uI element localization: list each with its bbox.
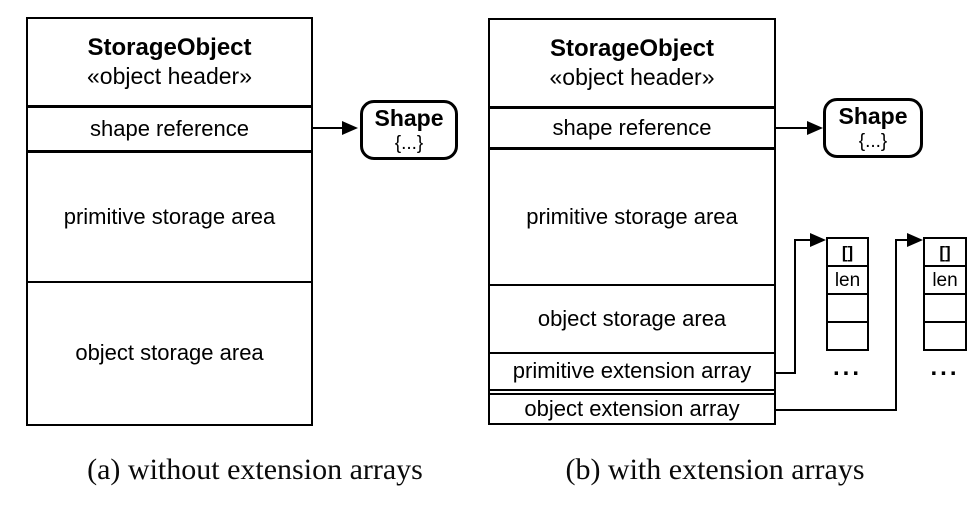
compartment-divider — [490, 147, 774, 150]
extension-array-box-1: [] len — [826, 237, 869, 351]
storage-object-title-b: StorageObject — [549, 34, 715, 62]
storage-object-box-a: StorageObject «object header» shape refe… — [26, 17, 313, 426]
compartment-divider — [490, 284, 774, 286]
array-empty-cell — [828, 321, 867, 349]
object-storage-area-row-a: object storage area — [75, 340, 264, 366]
shape-node-body-a: {...} — [394, 133, 424, 154]
shape-node-a: Shape {...} — [360, 100, 458, 160]
array-len-cell: len — [925, 265, 965, 293]
array-ellipsis-2: ... — [930, 354, 960, 381]
array-empty-cell — [828, 293, 867, 321]
caption-b: (b) with extension arrays — [565, 453, 865, 486]
storage-object-title-a: StorageObject — [87, 33, 252, 61]
shape-reference-arrow-b — [776, 121, 823, 135]
shape-reference-row-b: shape reference — [552, 114, 712, 140]
extension-array-box-2: [] len — [923, 237, 967, 351]
storage-object-stereotype-b: «object header» — [549, 64, 715, 91]
array-len-cell: len — [828, 265, 867, 293]
object-storage-area-row-b: object storage area — [537, 305, 727, 331]
shape-node-b: Shape {...} — [823, 98, 923, 158]
shape-reference-row-a: shape reference — [90, 115, 249, 141]
array-header-cell: [] — [841, 242, 854, 262]
primitive-storage-area-row-a: primitive storage area — [63, 203, 276, 229]
primitive-extension-array-row-b: primitive extension array — [512, 358, 752, 384]
shape-reference-arrow-a — [313, 121, 358, 135]
compartment-divider — [490, 352, 774, 354]
compartment-divider — [28, 150, 311, 153]
compartment-double-divider — [490, 389, 774, 395]
array-header-cell: [] — [939, 242, 951, 262]
storage-object-box-b: StorageObject «object header» shape refe… — [488, 18, 776, 425]
primitive-extension-arrow — [776, 233, 826, 374]
compartment-divider — [28, 281, 311, 283]
shape-node-title-b: Shape — [838, 103, 908, 129]
object-extension-array-row-b: object extension array — [524, 395, 740, 421]
object-header-compartment-b: StorageObject «object header» — [490, 20, 774, 106]
caption-a: (a) without extension arrays — [87, 453, 423, 486]
primitive-storage-area-row-b: primitive storage area — [526, 203, 738, 229]
storage-object-stereotype-a: «object header» — [87, 63, 252, 90]
array-empty-cell — [925, 293, 965, 321]
object-header-compartment-a: StorageObject «object header» — [28, 19, 311, 105]
compartment-divider — [490, 106, 774, 109]
compartment-divider — [28, 105, 311, 108]
shape-node-body-b: {...} — [858, 131, 888, 152]
array-empty-cell — [925, 321, 965, 349]
array-ellipsis-1: ... — [832, 354, 862, 381]
shape-node-title-a: Shape — [374, 105, 444, 131]
